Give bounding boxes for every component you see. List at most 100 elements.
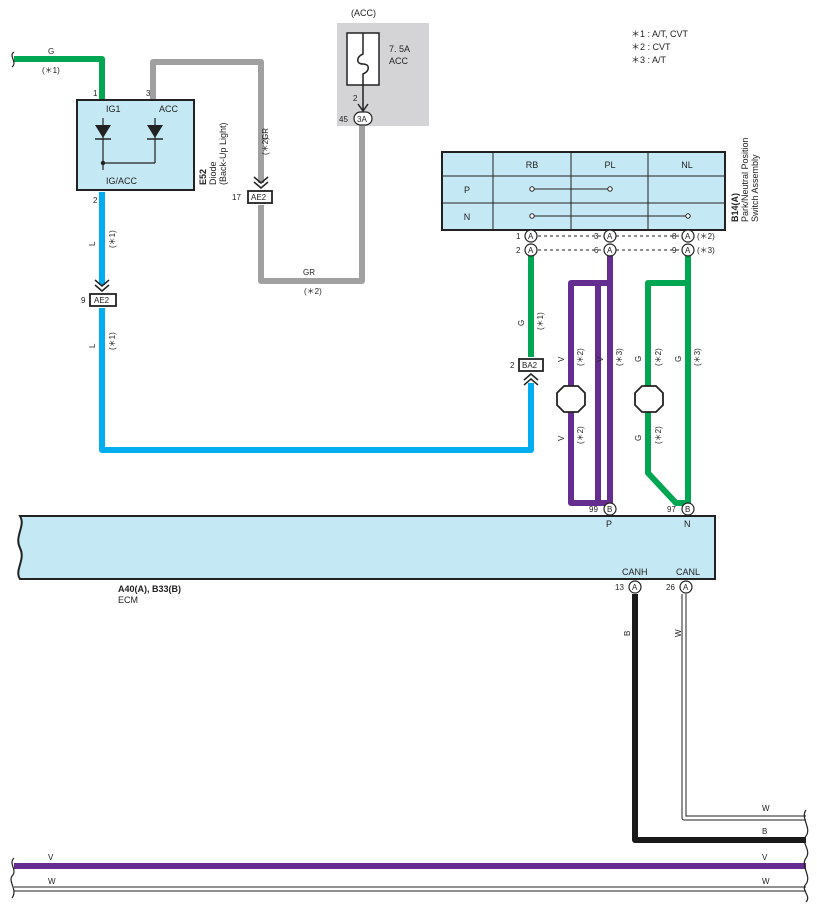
ecm-canl-label: CANL (676, 567, 700, 577)
wire-note: (＊1) (42, 66, 60, 75)
continuity-dot (529, 213, 535, 219)
ecm-canl-conn: A (683, 583, 689, 592)
pin-circle (524, 243, 538, 257)
break-marks (10, 51, 809, 903)
wire-label: V (48, 853, 54, 862)
pin-9-num: 9 (672, 246, 677, 255)
ecm-canh-label: CANH (622, 567, 648, 577)
ecm-pin-p-num: 99 (589, 505, 598, 514)
fuse-pin: 2 (353, 94, 358, 103)
wire-label: G (48, 47, 54, 56)
switch-col-pl: PL (604, 160, 615, 170)
pin-1-conn: A (528, 232, 534, 241)
switch-label: B14(A) Park/Neutral Position Switch Asse… (730, 137, 760, 222)
note-2: ＊2 : CVT (631, 42, 671, 52)
diode-icon (95, 125, 111, 138)
ecm-code: A40(A), B33(B) (118, 584, 181, 594)
junction-3a-pin: 45 (339, 115, 348, 124)
wire-label: GR (261, 128, 270, 140)
pin-circle (681, 243, 695, 257)
fuse-rating: 7. 5A (389, 44, 410, 54)
wire-gr-to-fuse (258, 126, 365, 284)
wire-label: V (596, 356, 605, 362)
diode-code: E52 (198, 169, 208, 185)
connector-ba2-pin: 2 (510, 361, 515, 370)
ecm-box (17, 515, 716, 580)
pin-8-note: (＊2) (697, 232, 715, 241)
junction-dot (100, 160, 106, 166)
ecm-pin-p-conn: B (607, 505, 612, 514)
wire-note: (＊3) (615, 348, 624, 366)
pin-8-conn: A (685, 232, 691, 241)
continuity-dot (607, 186, 613, 192)
break-mark-g-left (11, 51, 15, 68)
notes: ＊1 : A/T, CVT ＊2 : CVT ＊3 : A/T (631, 29, 689, 65)
connector-ae2-left: AE2 9 (81, 279, 117, 307)
wire-note: (＊3) (693, 348, 702, 366)
wire-b-canh (632, 594, 806, 843)
switch-row-p: P (464, 185, 470, 195)
pin-9-conn: A (685, 246, 691, 255)
wire-note: (＊2) (654, 348, 663, 366)
wire-label: G (634, 356, 643, 362)
wire-label: L (88, 241, 97, 246)
ecm-pin-n-num: 97 (667, 505, 676, 514)
fuse-block: (ACC) 7. 5A ACC 2 3A 45 (337, 8, 429, 126)
diode-icon (147, 125, 163, 138)
diode-pin-1-number: 1 (93, 89, 98, 98)
ecm-pin-p-label: P (606, 519, 612, 529)
wire-gr-diode-acc (150, 59, 264, 183)
fuse-name: ACC (389, 56, 409, 66)
diode-label: E52 Diode (Back-Up Light) (198, 122, 228, 185)
wire-g-top (14, 56, 105, 100)
wire-note: (＊2) (304, 287, 322, 296)
chevron-up-icon (523, 373, 539, 386)
connector-ae2-top-badge (247, 190, 273, 204)
switch-row-n: N (464, 212, 471, 222)
chevron-down-icon (94, 279, 110, 292)
wire-label: L (88, 343, 97, 348)
wire-note: (＊2) (576, 426, 585, 444)
wire-label: W (762, 804, 770, 813)
connector-ae2-top-name: AE2 (251, 193, 267, 202)
wire-label: G (674, 356, 683, 362)
pin-3-num: 3 (594, 232, 599, 241)
wire-labels: G (＊1) GR (＊2) V V W W W B (42, 47, 770, 886)
wire-label: B (623, 631, 632, 636)
pin-3-conn: A (607, 232, 613, 241)
chevron-down-icon (253, 176, 269, 189)
wire-label: V (557, 356, 566, 362)
pin-circle (628, 580, 642, 594)
diode-subname: (Back-Up Light) (218, 122, 228, 185)
switch-code: B14(A) (730, 193, 740, 222)
pin-circle (603, 229, 617, 243)
continuity-dot (529, 186, 535, 192)
ecm-canh-num: 13 (615, 583, 624, 592)
diode-box (76, 99, 195, 191)
ecm-canl-num: 26 (666, 583, 675, 592)
note-1: ＊1 : A/T, CVT (631, 29, 689, 39)
pin-circle (603, 243, 617, 257)
connector-ba2: BA2 2 (510, 358, 544, 386)
switch-box (441, 151, 726, 231)
wire-w-canl (682, 594, 806, 820)
switch-col-nl: NL (681, 160, 693, 170)
pin-circle (681, 229, 695, 243)
ecm-pin-n-label: N (684, 519, 691, 529)
diode-name: Diode (208, 161, 218, 185)
diode-pin-ig1-label: IG1 (106, 104, 121, 114)
splice-octagon-icon (634, 385, 664, 413)
wire-note: (＊1) (108, 332, 117, 350)
wire-v-loop (568, 256, 613, 506)
wire-note: (＊2) (261, 137, 270, 155)
switch-name-line2: Switch Assembly (750, 154, 760, 222)
pin-6-num: 6 (594, 246, 599, 255)
wire-label: B (762, 827, 767, 836)
switch-name-line1: Park/Neutral Position (740, 137, 750, 222)
wire-label: G (517, 320, 526, 326)
pin-9-note: (＊3) (697, 246, 715, 255)
park-neutral-switch: RB PL NL P N A 1 A 2 A 3 A 6 A 8 (＊2) A (441, 151, 726, 257)
rotated-wire-labels: GR (＊2) L (＊1) L (＊1) G (＊1) V (＊2) V (＊… (88, 128, 702, 637)
pin-circle (679, 580, 693, 594)
